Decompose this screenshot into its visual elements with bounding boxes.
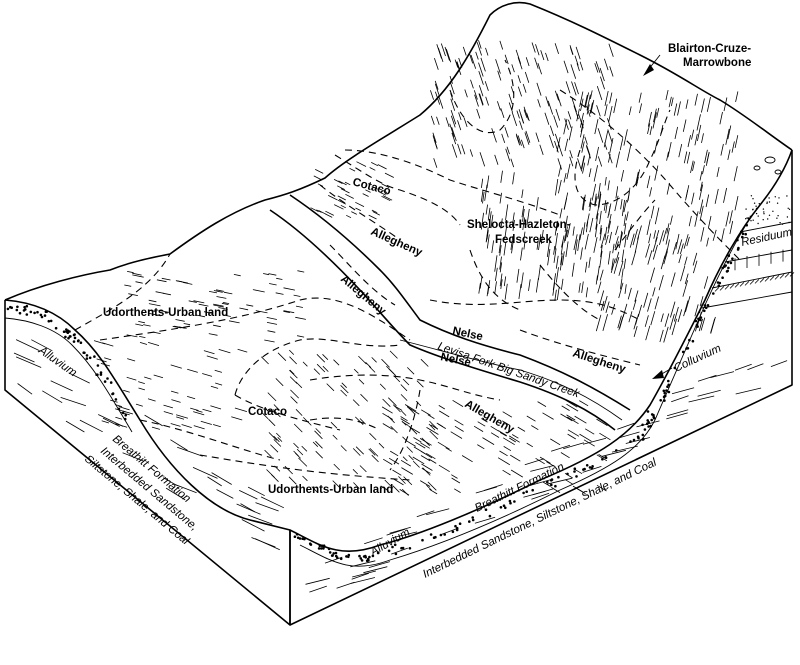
label-shelocta-line1: Shelocta-Hazleton-: [467, 219, 571, 231]
alluvium-band-front: [293, 410, 656, 567]
label-allegheny-1: Allegheny: [369, 226, 425, 260]
rock-outcrops: [753, 156, 782, 175]
strata-front-face: [305, 360, 788, 593]
label-blairton-line1: Blairton-Cruze-: [668, 43, 751, 55]
residuum-layers: [701, 195, 795, 309]
leader-arrows: [643, 54, 673, 379]
label-blairton-line2: Marrowbone: [683, 57, 751, 69]
label-colluvium: Colluvium: [672, 342, 723, 374]
stream-channel: [269, 194, 631, 431]
label-alluvium-front: Alluvium: [368, 526, 413, 559]
alluvium-band-left: [4, 304, 133, 433]
label-shelocta-line2: Fedscreek: [495, 234, 553, 246]
label-cotaco-upper: Cotaco: [351, 176, 392, 198]
block-outline: [4, 1, 793, 626]
label-allegheny-4: Allegheny: [463, 398, 517, 436]
label-alluvium-left: Alluvium: [35, 344, 79, 380]
terrain-hatching: [93, 40, 739, 496]
label-nelse-1: Nelse: [451, 325, 484, 343]
label-cotaco-lower: Cotaco: [248, 406, 287, 418]
label-residuum: Residuum: [740, 226, 794, 249]
label-stream: Levisa Fork Big Sandy Creek: [436, 340, 582, 400]
label-allegheny-3: Allegheny: [571, 347, 628, 376]
strata-left-face: [13, 339, 285, 551]
soil-boundaries: [74, 59, 741, 481]
colluvium-band: [652, 214, 753, 421]
label-udorthents-2: Udorthents-Urban land: [268, 484, 393, 496]
label-udorthents-1: Udorthents-Urban land: [103, 307, 228, 319]
